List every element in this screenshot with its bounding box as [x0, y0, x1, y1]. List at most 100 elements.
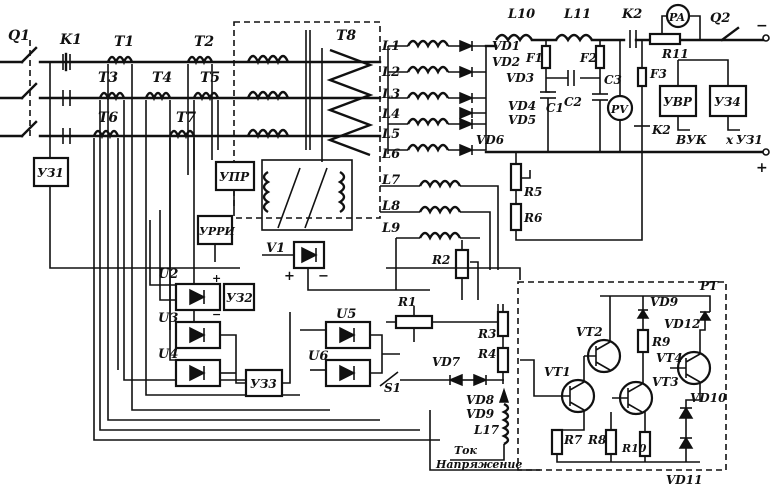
v1-rectifier: [262, 240, 430, 291]
label-r5: R5: [523, 185, 542, 199]
pt-transistor-block: [517, 281, 727, 471]
label-l1: L1: [381, 39, 400, 54]
label-c1: C1: [546, 101, 564, 115]
label-minus-v1: −: [318, 269, 329, 284]
label-t2: T2: [194, 34, 214, 50]
label-vd12: VD12: [664, 317, 700, 331]
label-k2b: K2: [651, 123, 671, 137]
feedback-diodes: [379, 371, 540, 471]
label-r3: R3: [477, 327, 496, 341]
label-vt4: VT4: [656, 351, 683, 365]
label-r1: R1: [397, 295, 416, 309]
label-upr: УПР: [219, 170, 250, 184]
label-r2: R2: [431, 253, 450, 267]
label-vuk: ВУК: [675, 133, 708, 147]
label-u3: U3: [158, 311, 178, 326]
label-l5: L5: [381, 127, 400, 142]
label-uz3: УЗ3: [250, 377, 277, 391]
label-f2: F2: [579, 51, 597, 65]
label-t3: T3: [98, 70, 118, 86]
label-c3: C3: [604, 73, 622, 87]
label-u4: U4: [158, 347, 178, 362]
label-vd9-right: VD9: [650, 295, 679, 309]
label-l4: L4: [381, 107, 400, 122]
label-q1: Q1: [8, 28, 30, 44]
label-vd9-left: VD9: [466, 407, 495, 421]
upr-urri-blocks: [196, 160, 256, 262]
label-t1: T1: [114, 34, 134, 50]
label-uz4: УЗ4: [714, 95, 741, 109]
label-vd6: VD6: [476, 133, 505, 147]
label-minus: −: [756, 18, 768, 34]
label-u2: U2: [158, 267, 178, 282]
label-l3: L3: [381, 87, 400, 102]
label-vt2: VT2: [576, 325, 603, 339]
label-pa: PA: [668, 11, 685, 24]
label-r8: R8: [587, 433, 607, 447]
label-vd2: VD2: [492, 55, 520, 69]
label-f3: F3: [649, 67, 667, 81]
label-pv: PV: [610, 103, 629, 116]
regulation-resistors: [386, 240, 521, 384]
label-plus-v1: +: [284, 269, 295, 284]
label-vd8: VD8: [466, 393, 495, 407]
t8-transformer: [233, 21, 381, 231]
label-l11: L11: [563, 7, 591, 22]
label-vd10: VD10: [690, 391, 727, 405]
label-l7: L7: [381, 173, 400, 188]
label-r4: R4: [477, 347, 496, 361]
label-vd3: VD3: [506, 71, 534, 85]
label-v1: V1: [266, 241, 285, 256]
label-urri: УРРИ: [199, 225, 235, 238]
auxiliary-inductors: [380, 179, 499, 290]
k1-contacts: [62, 52, 71, 144]
label-t8: T8: [336, 28, 356, 44]
control-rectifier-blocks: [174, 282, 291, 398]
label-q2: Q2: [710, 11, 730, 26]
label-r10: R10: [621, 442, 647, 455]
label-vt1: VT1: [544, 365, 571, 379]
label-napryazhenie: Напряжение: [435, 458, 522, 471]
label-l10: L10: [507, 7, 535, 22]
label-r7: R7: [563, 433, 583, 447]
label-vd11: VD11: [666, 473, 702, 487]
uz1-left-block: [32, 62, 240, 269]
label-uz1-right: УЗ1: [736, 133, 763, 147]
label-r11: R11: [661, 47, 689, 61]
label-uz2: УЗ2: [226, 291, 253, 305]
label-r9: R9: [651, 335, 671, 349]
label-tok: Ток: [454, 444, 478, 457]
label-t7: T7: [176, 110, 196, 126]
label-x-uz1: x: [725, 133, 734, 147]
label-l9: L9: [381, 221, 400, 236]
label-minus-u2: −: [212, 308, 221, 321]
label-l2: L2: [381, 65, 400, 80]
label-plus-u2: +: [212, 272, 221, 285]
label-l17: L17: [473, 423, 500, 437]
label-vd1: VD1: [492, 39, 520, 53]
input-phase-lines: [0, 40, 382, 140]
label-vd4: VD4: [508, 99, 536, 113]
label-vd5: VD5: [508, 113, 536, 127]
label-k2: K2: [621, 7, 642, 22]
current-transformers: [92, 55, 220, 140]
output-rectifier-bridge: [387, 39, 487, 157]
label-l6: L6: [381, 147, 400, 162]
label-vt3: VT3: [652, 375, 679, 389]
label-t4: T4: [152, 70, 172, 86]
component-labels: Q1 K1 T1 T2 T3 T4 T5 T6 T7 T8 УЗ1 УПР УР…: [8, 7, 768, 487]
label-vd7: VD7: [432, 355, 461, 369]
label-uvr: УВР: [663, 95, 693, 109]
label-plus: +: [756, 160, 768, 176]
dc-filter: [484, 33, 766, 154]
label-f1: F1: [525, 51, 543, 65]
label-c2: C2: [564, 95, 582, 109]
label-u6: U6: [308, 349, 328, 364]
label-s1: S1: [384, 381, 401, 395]
r5-r6-divider: [509, 152, 531, 232]
label-uz1-left: УЗ1: [37, 166, 64, 180]
u5-u6-blocks: [300, 320, 400, 388]
label-r6: R6: [523, 211, 543, 225]
label-l8: L8: [381, 199, 400, 214]
